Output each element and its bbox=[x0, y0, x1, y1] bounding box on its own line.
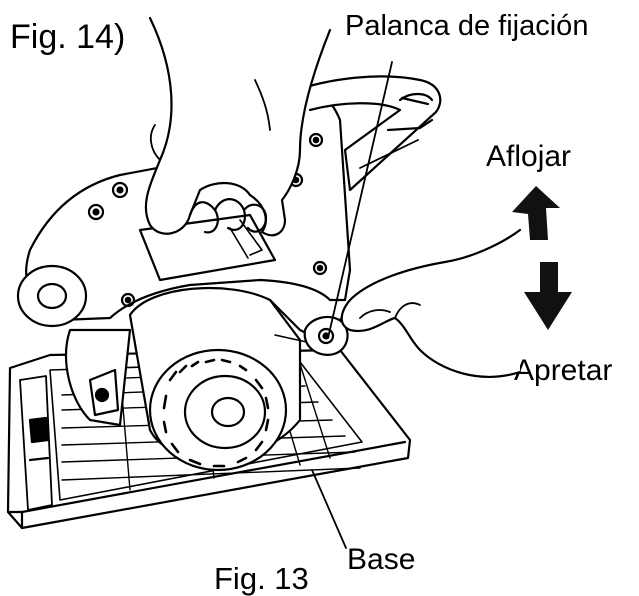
figure-label-top: Fig. 14) bbox=[10, 18, 126, 56]
arrow-down-icon bbox=[524, 262, 572, 330]
callout-tighten: Apretar bbox=[514, 354, 613, 387]
right-hand bbox=[340, 228, 522, 378]
callout-base: Base bbox=[347, 543, 416, 576]
arrow-up-icon bbox=[512, 186, 560, 240]
callout-locking-lever: Palanca de fijación bbox=[345, 10, 589, 42]
callout-loosen: Aflojar bbox=[486, 140, 572, 173]
left-hand bbox=[144, 16, 332, 237]
motor-housing bbox=[128, 286, 302, 472]
figure-label-bottom: Fig. 13 bbox=[214, 561, 309, 596]
base-leader-line bbox=[311, 469, 347, 549]
lever-leader-line bbox=[327, 61, 393, 339]
leader-lines bbox=[311, 61, 393, 549]
